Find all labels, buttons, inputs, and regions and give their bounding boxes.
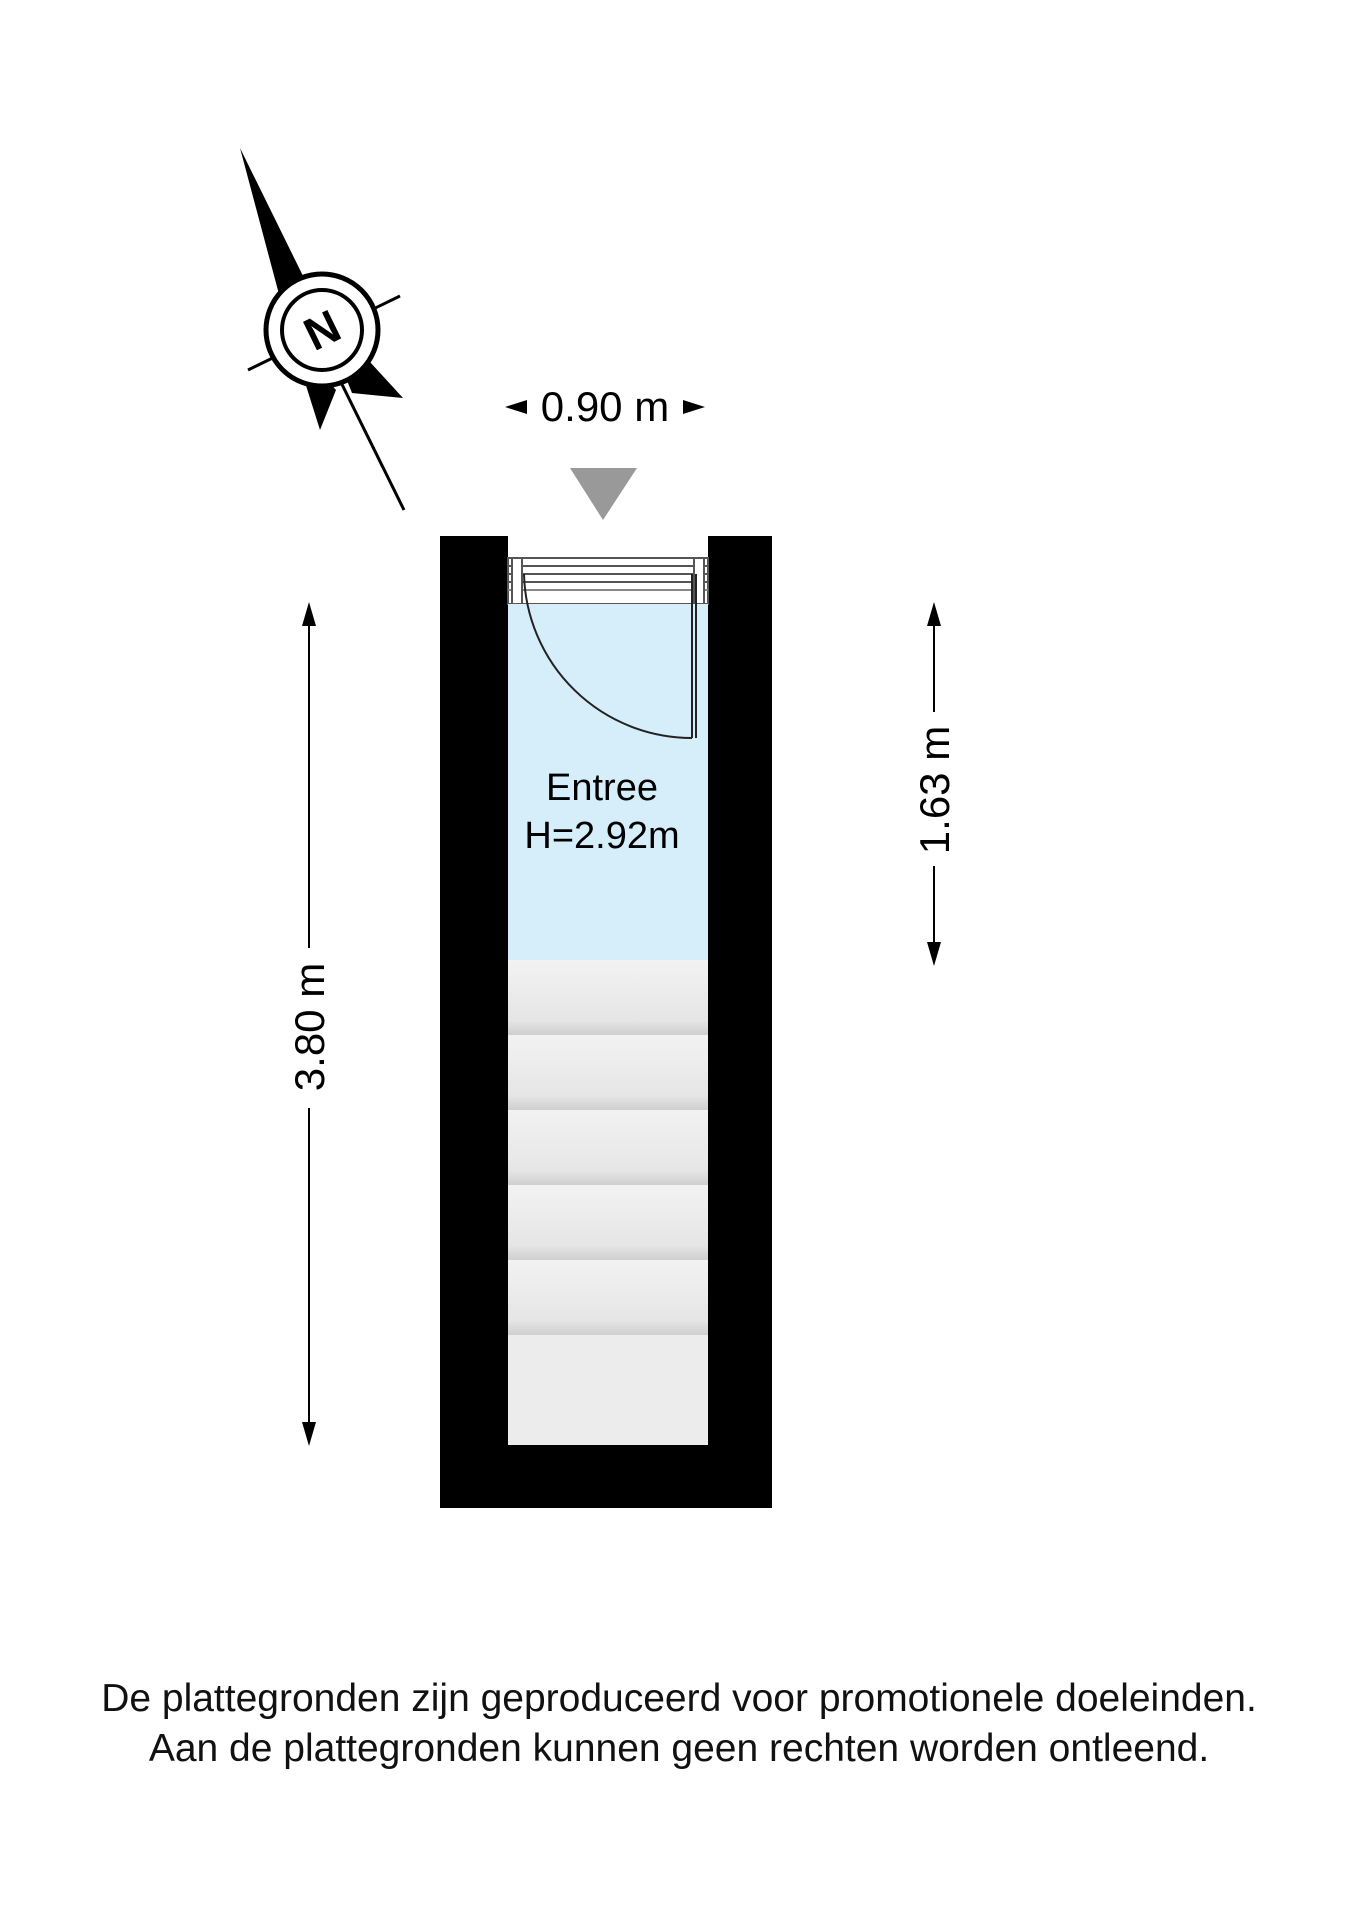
stair-step xyxy=(508,1335,708,1445)
stair-step xyxy=(508,1185,708,1260)
room-height: H=2.92m xyxy=(524,815,679,857)
dimension-length-total: 3.80 m xyxy=(286,602,333,1446)
stair-step xyxy=(508,1110,708,1185)
door-swing xyxy=(523,573,697,739)
dimension-length-total-label: 3.80 m xyxy=(286,963,333,1091)
disclaimer-line-1: De plattegronden zijn geproduceerd voor … xyxy=(101,1677,1257,1720)
dimension-width: 0.90 m xyxy=(505,383,705,430)
stair-step xyxy=(508,960,708,1035)
entrance-triangle-icon xyxy=(570,468,637,520)
stair-step xyxy=(508,1260,708,1335)
room-name: Entree xyxy=(546,767,658,809)
disclaimer-line-2: Aan de plattegronden kunnen geen rechten… xyxy=(148,1727,1210,1770)
room-entree xyxy=(508,604,708,960)
dimension-length-room: 1.63 m xyxy=(911,602,958,966)
stair-step xyxy=(508,1035,708,1110)
disclaimer: De plattegronden zijn geproduceerd voor … xyxy=(0,1674,1358,1774)
staircase xyxy=(508,960,708,1445)
compass-rose-icon: N xyxy=(240,148,406,511)
dimension-length-room-label: 1.63 m xyxy=(911,726,958,854)
dimension-width-label: 0.90 m xyxy=(541,383,669,430)
front-door xyxy=(507,536,709,605)
